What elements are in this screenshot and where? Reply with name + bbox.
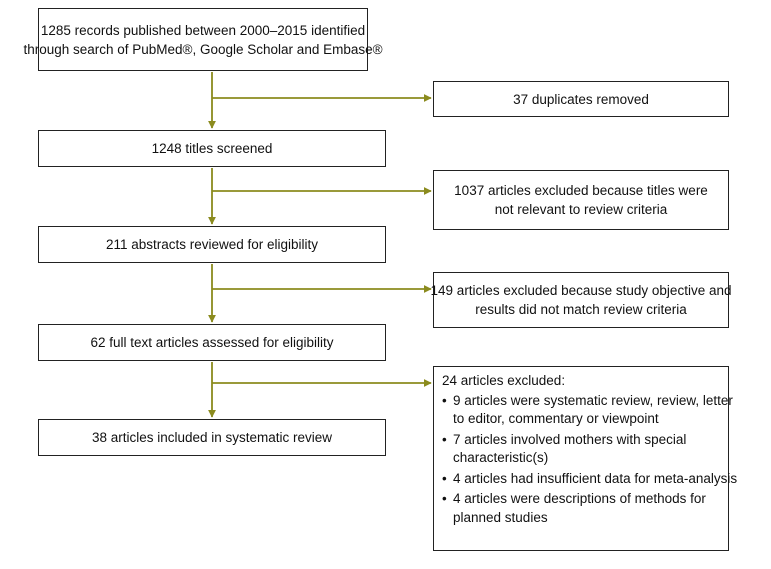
abstracts-excluded-box: 149 articles excluded because study obje… (430, 272, 732, 328)
reason-text-line: characteristic(s) (453, 450, 549, 465)
exclusions-header: 24 articles excluded: (442, 373, 566, 388)
full-text-assessed-box: 62 full text articles assessed for eligi… (38, 324, 386, 361)
reason-text-line: planned studies (453, 509, 548, 525)
exclusion-reasons-list: • 9 articles were systematic review, rev… (442, 392, 738, 528)
box-text-line: 1248 titles screened (151, 141, 273, 156)
bullet-icon: • (442, 431, 447, 447)
reason-text-line: 7 articles involved mothers with special (453, 431, 687, 447)
box-text-line: not relevant to review criteria (494, 202, 668, 217)
box-text-line: 1037 articles excluded because titles we… (454, 183, 708, 198)
box-text-line: 1285 records published between 2000–2015… (40, 22, 366, 38)
box-text-line: 211 abstracts reviewed for eligibility (105, 237, 319, 252)
box-text-line: 37 duplicates removed (513, 91, 649, 107)
bullet-icon: • (442, 470, 447, 486)
full-text-exclusions-box: 24 articles excluded: • 9 articles were … (433, 366, 738, 551)
titles-screened-box: 1248 titles screened (38, 130, 386, 167)
titles-excluded-box: 1037 articles excluded because titles we… (433, 170, 729, 230)
bullet-icon: • (442, 392, 447, 408)
reason-text-line: 4 articles were descriptions of methods … (453, 491, 706, 506)
duplicates-removed-box: 37 duplicates removed (433, 81, 729, 117)
exclusion-reason-item: • 7 articles involved mothers with speci… (442, 431, 720, 468)
exclusion-reason-item: • 9 articles were systematic review, rev… (442, 392, 733, 429)
reason-text-line: 4 articles had insufficient data for met… (453, 470, 738, 486)
abstracts-reviewed-box: 211 abstracts reviewed for eligibility (38, 226, 386, 263)
records-identified-box: 1285 records published between 2000–2015… (23, 8, 383, 71)
bullet-icon: • (442, 491, 447, 506)
exclusion-reason-item: • 4 articles had insufficient data for m… (442, 470, 738, 489)
box-text-line: 149 articles excluded because study obje… (430, 283, 732, 298)
reason-text-line: to editor, commentary or viewpoint (453, 411, 659, 426)
reason-text-line: 9 articles were systematic review, revie… (453, 392, 733, 408)
exclusion-reason-item: • 4 articles were descriptions of method… (442, 490, 720, 527)
box-text-line: 62 full text articles assessed for eligi… (90, 335, 334, 350)
box-text-line: through search of PubMed®, Google Schola… (23, 41, 383, 57)
box-text-line: results did not match review criteria (475, 302, 687, 317)
box-text-line: 38 articles included in systematic revie… (91, 430, 333, 445)
articles-included-box: 38 articles included in systematic revie… (38, 419, 386, 456)
